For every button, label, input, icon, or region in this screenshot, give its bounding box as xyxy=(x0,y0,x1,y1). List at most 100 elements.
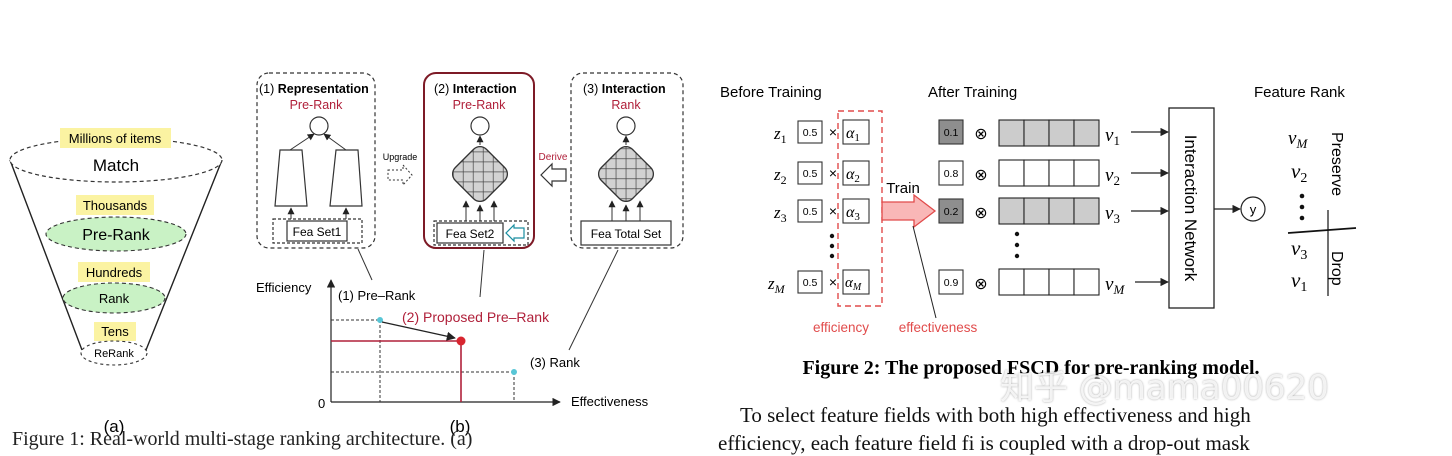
train-arrow-icon xyxy=(881,193,937,229)
dot xyxy=(829,253,835,259)
embedding-vector xyxy=(998,119,1100,147)
panel-title: (3) Interaction xyxy=(583,82,666,96)
dot xyxy=(1014,253,1020,259)
dot xyxy=(1014,242,1020,248)
init-weight: 0.5 xyxy=(803,277,818,289)
trained-weight: 0.1 xyxy=(944,127,959,139)
dot xyxy=(1299,215,1305,221)
trained-weight: 0.9 xyxy=(944,277,959,289)
feature-set-box xyxy=(580,220,672,246)
vector-v1: v1 xyxy=(1105,125,1120,148)
cutoff-line xyxy=(1287,227,1357,234)
box-interaction-rank: (3) Interaction Rank Fea Total Set xyxy=(570,72,684,249)
dot xyxy=(829,243,835,249)
x-axis-label: Effectiveness xyxy=(571,394,649,409)
paper-figure-canvas: Millions of items Match Thousands Pre-Ra… xyxy=(9,72,1357,436)
figure-caption: Figure 2: The proposed FSCD for pre-rank… xyxy=(802,357,1259,379)
embedding-cell xyxy=(1073,119,1100,147)
right-body-text: To select feature fields with both high … xyxy=(740,403,1251,427)
funnel-match-ellipse xyxy=(9,137,223,183)
otimes-symbol: ⊗ xyxy=(974,205,987,222)
edge xyxy=(323,133,347,151)
train-label: Train xyxy=(886,180,920,197)
field-z2: z2 xyxy=(773,165,787,187)
panel-subtitle: Pre-Rank xyxy=(453,98,507,112)
tower-left xyxy=(274,149,308,207)
feature-rank-title: Feature Rank xyxy=(1254,84,1345,101)
point-rank xyxy=(511,369,517,375)
init-weight-box xyxy=(797,161,823,185)
funnel-label-prerank: Pre-Rank xyxy=(82,227,151,244)
funnel-tag-bg xyxy=(60,128,171,148)
y-axis-label: Efficiency xyxy=(256,280,312,295)
fscd-diagram: Before Training After Training Feature R… xyxy=(720,84,1357,379)
trained-weight-box xyxy=(938,269,964,295)
after-training-title: After Training xyxy=(928,84,1017,101)
derive-label: Derive xyxy=(539,152,568,163)
alpha-box xyxy=(842,269,870,295)
funnel-label-rerank: ReRank xyxy=(94,348,134,360)
panel-title: (2) Interaction xyxy=(434,82,517,96)
vector-vm: vM xyxy=(1105,274,1125,297)
effectiveness-pointer xyxy=(912,225,937,319)
subfigure-label-a: (a) xyxy=(104,417,125,436)
field-zm: zM xyxy=(767,274,786,296)
funnel-outline xyxy=(9,159,223,351)
embedding-vector xyxy=(998,159,1100,187)
derive-arrow-icon xyxy=(540,162,567,188)
feature-set-box xyxy=(286,220,348,242)
trained-weight-box xyxy=(938,198,964,224)
efficiency-label: efficiency xyxy=(813,320,869,335)
output-node xyxy=(470,116,490,136)
interaction-module-icon xyxy=(451,145,509,203)
connector-line xyxy=(357,248,373,281)
dot xyxy=(1014,231,1020,237)
tower-right xyxy=(329,149,363,207)
funnel-tag-match: Millions of items xyxy=(69,131,162,146)
embedding-cell xyxy=(1073,268,1100,296)
effectiveness-label: effectiveness xyxy=(899,320,978,335)
output-label: y xyxy=(1250,202,1257,217)
drop-label: Drop xyxy=(1328,251,1345,286)
connector-line xyxy=(479,249,485,298)
rank-item: v2 xyxy=(1291,159,1307,186)
init-weight-box xyxy=(797,199,823,223)
funnel-tag-bg xyxy=(94,322,136,341)
output-node-y xyxy=(1240,196,1266,222)
embedding-cell xyxy=(1048,197,1075,225)
embedding-cell xyxy=(998,197,1025,225)
connector-line xyxy=(568,249,619,351)
funnel-diagram: Millions of items Match Thousands Pre-Ra… xyxy=(9,128,223,436)
feature-set-label: Fea Total Set xyxy=(591,227,662,241)
times-symbol: × xyxy=(829,124,837,140)
dot xyxy=(1299,193,1305,199)
funnel-tag-bg xyxy=(76,195,154,215)
rank-item: v1 xyxy=(1291,268,1307,295)
panel-subtitle: Rank xyxy=(611,98,641,112)
box-interaction-prerank: (2) Interaction Pre-Rank Fea Set2 xyxy=(423,72,535,249)
label-pre-rank: (1) Pre–Rank xyxy=(338,288,416,303)
feature-set-label: Fea Set2 xyxy=(446,227,495,241)
trained-weight-box xyxy=(938,160,964,186)
embedding-cell xyxy=(1048,119,1075,147)
dot xyxy=(1299,204,1305,210)
vector-v2: v2 xyxy=(1105,165,1120,188)
upgrade-label: Upgrade xyxy=(383,152,418,162)
embedding-vector xyxy=(998,268,1100,296)
label-proposed-pre-rank: (2) Proposed Pre–Rank xyxy=(402,309,550,325)
alpha-box xyxy=(842,119,870,145)
rank-item: v3 xyxy=(1291,236,1307,263)
interaction-network-label: Interaction Network xyxy=(1181,135,1200,282)
funnel-label-match: Match xyxy=(93,156,139,175)
subfigure-label-b: (b) xyxy=(450,417,471,436)
trained-weight: 0.8 xyxy=(944,168,959,180)
embedding-cell xyxy=(1023,197,1050,225)
funnel-tag-rank: Hundreds xyxy=(86,265,143,280)
times-symbol: × xyxy=(829,274,837,290)
init-weight: 0.5 xyxy=(803,168,818,180)
point-proposed xyxy=(456,336,466,346)
dot xyxy=(829,233,835,239)
alpha-box xyxy=(842,198,870,224)
origin-label: 0 xyxy=(318,396,325,411)
right-body-text-2: efficiency, each feature field fi is cou… xyxy=(718,431,1250,455)
